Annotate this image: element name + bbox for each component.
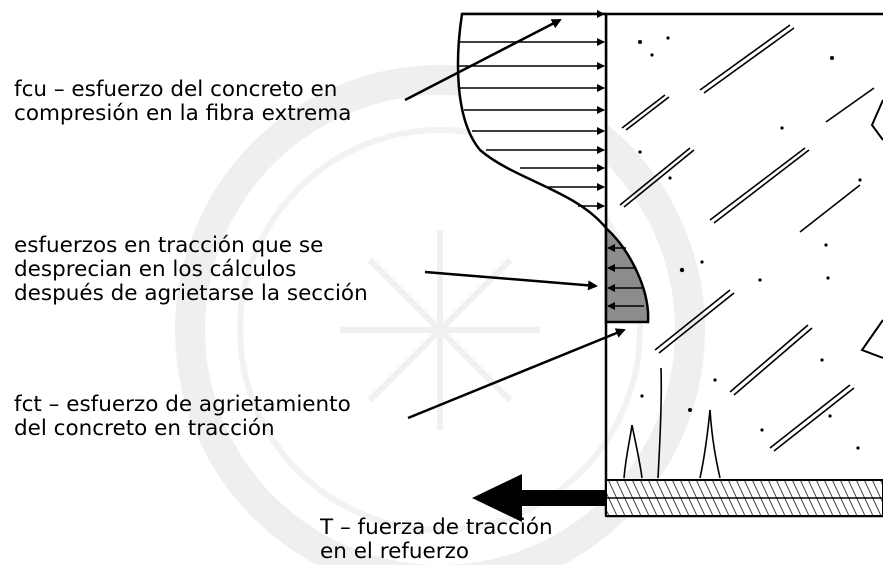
compression-stress-arrows [459,10,605,210]
fcu-label-line2: compresión en la fibra extrema [14,101,352,126]
fct-label: fct – esfuerzo de agrietamiento del conc… [14,393,351,441]
tension-force-arrow [472,474,606,522]
fct-label-line1: fct – esfuerzo de agrietamiento [14,392,351,417]
tension-label: esfuerzos en tracción que se desprecian … [14,234,368,306]
tension-force-label-line1: T – fuerza de tracción [320,515,553,540]
fcu-label-line1: fcu – esfuerzo del concreto en [14,77,338,102]
tension-label-line3: después de agrietarse la sección [14,281,368,306]
fct-leader-arrow [407,328,626,420]
fcu-leader-arrow [404,18,562,102]
tension-label-line2: desprecian en los cálculos [14,257,297,282]
tension-label-line1: esfuerzos en tracción que se [14,233,324,258]
aggregate-dots [638,36,862,450]
leader-arrows [404,18,626,420]
concrete-texture [619,24,875,452]
tension-force-label-line2: en el refuerzo [320,539,470,564]
tension-force-label: T – fuerza de tracción en el refuerzo [320,516,553,564]
stress-curve [456,12,650,324]
tension-leader-arrow [424,270,598,291]
tension-stress-arrows [607,244,644,310]
break-line [860,99,883,359]
reinforcing-bar [605,479,883,517]
fcu-label: fcu – esfuerzo del concreto en compresió… [14,78,351,126]
fct-label-line2: del concreto en tracción [14,416,275,441]
flexural-cracks [623,367,721,479]
